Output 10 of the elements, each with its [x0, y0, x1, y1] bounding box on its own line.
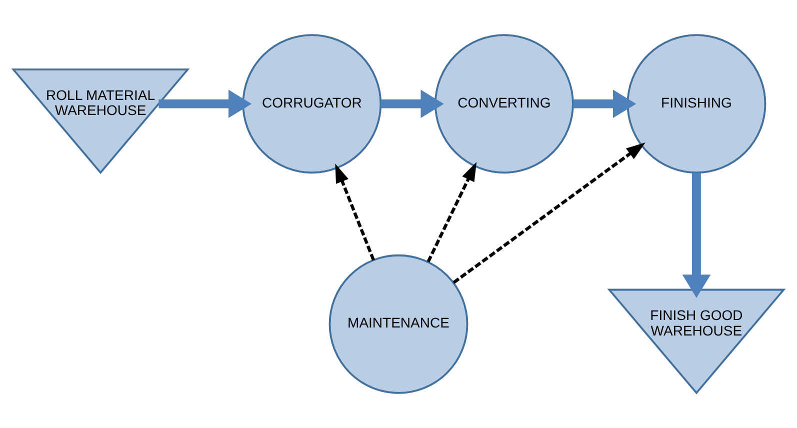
arrow	[335, 164, 375, 261]
node-circle: CONVERTING	[434, 34, 574, 174]
arrow	[682, 172, 711, 298]
node-circle: CORRUGATOR	[242, 34, 382, 174]
arrow	[381, 90, 444, 118]
arrow	[573, 90, 636, 118]
node-circle: MAINTENANCE	[328, 254, 468, 394]
arrow	[158, 90, 252, 118]
arrow	[452, 142, 646, 284]
arrow	[426, 162, 477, 262]
